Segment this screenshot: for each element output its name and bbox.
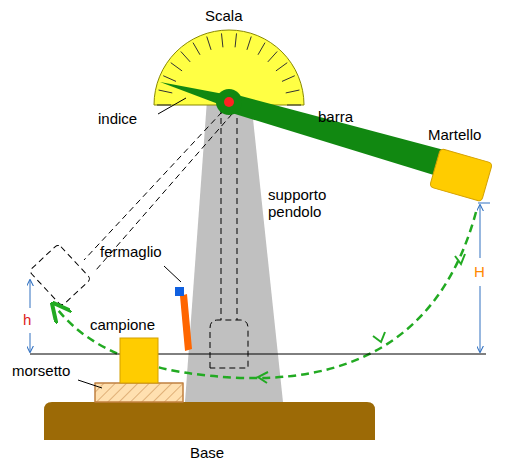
leader-line xyxy=(78,380,102,388)
swing-arrow xyxy=(373,332,385,342)
clip-label: fermaglio xyxy=(100,243,162,260)
swing-arrow xyxy=(258,372,268,383)
clip xyxy=(180,294,192,351)
leader-line xyxy=(164,266,181,282)
dashed-rest-bar xyxy=(221,108,222,320)
height-label: H xyxy=(474,263,485,280)
height-label: h xyxy=(23,311,31,328)
specimen xyxy=(120,338,158,383)
pendulum-support xyxy=(185,100,283,402)
dashed-rest-hammer xyxy=(210,320,248,368)
pivot xyxy=(216,89,242,115)
clamp-label: morsetto xyxy=(12,362,70,379)
base-label: Base xyxy=(190,444,224,461)
support-label: supporto pendolo xyxy=(268,186,348,220)
dashed-final-position xyxy=(29,112,232,306)
pivot-pin xyxy=(224,97,234,107)
dimension-line xyxy=(30,280,31,308)
dashed-rest-bar xyxy=(237,108,238,320)
scale-label: Scala xyxy=(205,7,243,24)
hammer xyxy=(430,148,493,201)
index-label: indice xyxy=(98,110,137,127)
dimension-line xyxy=(480,205,481,258)
pendulum-bar xyxy=(222,92,444,176)
dimension-line xyxy=(30,333,31,352)
specimen-label: campione xyxy=(90,316,155,333)
hammer-label: Martello xyxy=(428,126,481,143)
reference-line xyxy=(30,354,486,355)
clip-screw xyxy=(175,287,184,296)
swing-arrow xyxy=(455,254,465,264)
bar-label: barra xyxy=(318,108,353,125)
leader-line xyxy=(158,98,186,114)
dimension-line xyxy=(480,286,481,352)
base xyxy=(44,402,375,440)
clamp xyxy=(95,383,183,402)
